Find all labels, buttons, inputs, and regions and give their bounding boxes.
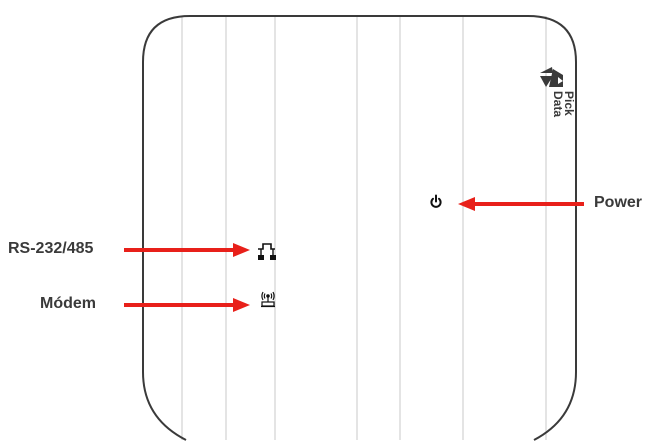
arrow-rs [124,243,250,257]
brand-line-2: Data [551,91,565,118]
power-icon [430,194,442,208]
serial-port-icon [258,243,276,260]
arrow-power [458,197,584,211]
brand-wordmark: Pick Data [534,91,576,131]
label-modem: Módem [40,295,96,312]
label-power: Power [594,194,643,211]
label-rs-232-485: RS-232/485 [8,240,94,257]
grooves [181,16,547,440]
arrow-modem [124,298,250,312]
pickdata-logo-icon [540,67,563,87]
device-housing [142,15,577,441]
antenna-modem-icon [261,291,275,308]
